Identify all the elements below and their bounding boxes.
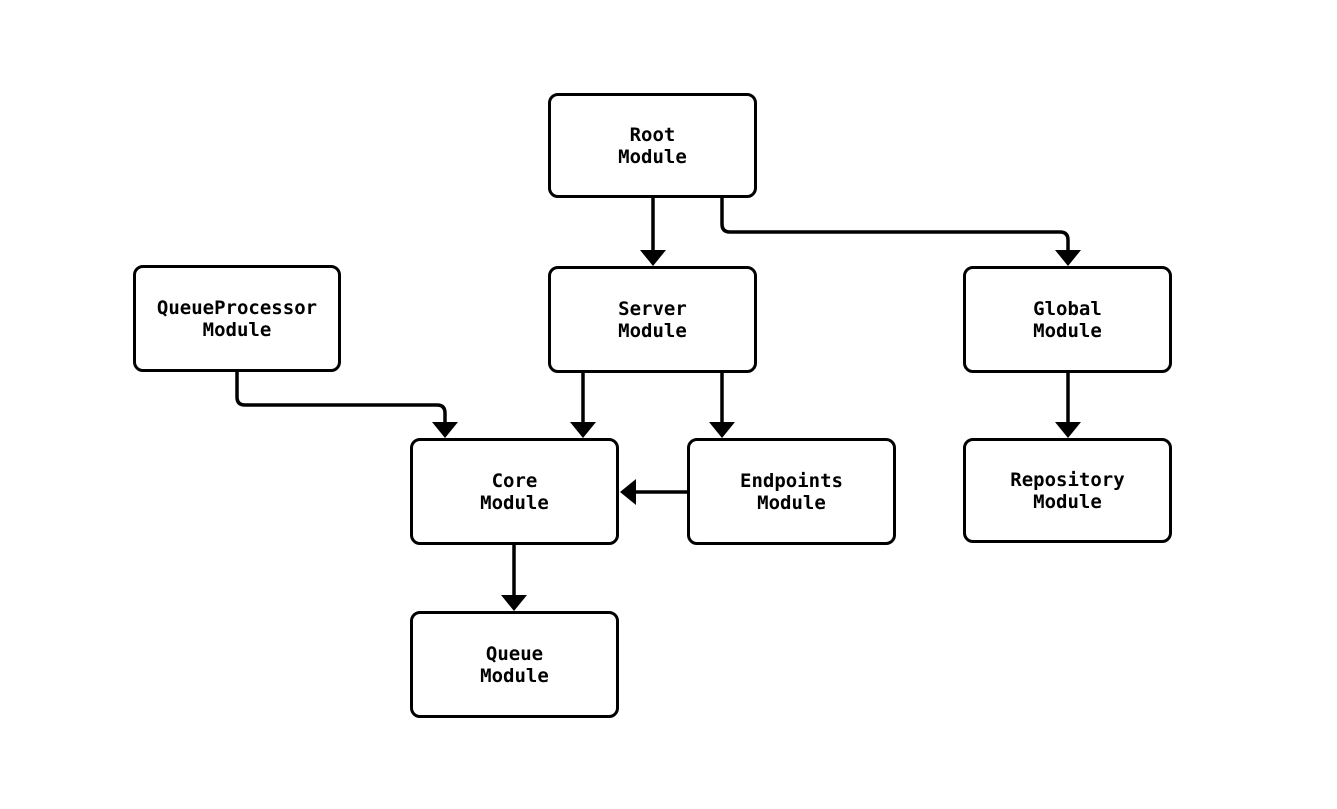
edge-queueprocessor-to-core [235,372,458,438]
edge-endpoints-to-core [620,479,687,505]
node-queueprocessor-module: QueueProcessor Module [133,265,341,372]
arrowhead-down-icon [432,422,458,438]
node-endpoints-module-label: Endpoints Module [740,469,843,514]
node-repository-module: Repository Module [963,438,1172,543]
arrowhead-down-icon [1055,422,1081,438]
node-global-module-label: Global Module [1033,297,1102,342]
node-queueprocessor-module-label: QueueProcessor Module [156,296,318,341]
node-root-module: Root Module [548,93,757,198]
node-core-module-label: Core Module [480,469,549,514]
node-endpoints-module: Endpoints Module [687,438,896,545]
node-repository-module-label: Repository Module [1010,468,1125,513]
node-root-module-label: Root Module [618,123,687,168]
arrowhead-down-icon [570,422,596,438]
edge-server-to-core [570,373,596,438]
arrowhead-down-icon [1055,250,1081,266]
node-queue-module-label: Queue Module [480,642,549,687]
edge-global-to-repository [1055,373,1081,438]
arrowhead-left-icon [620,479,636,505]
edge-root-to-server [640,198,666,266]
node-queue-module: Queue Module [410,611,619,718]
node-server-module: Server Module [548,266,757,373]
edge-core-to-queue [501,545,527,611]
arrowhead-down-icon [640,250,666,266]
node-server-module-label: Server Module [618,297,687,342]
node-global-module: Global Module [963,266,1172,373]
edge-server-to-endpoints [709,373,735,438]
edge-root-to-global [720,198,1081,266]
arrowhead-down-icon [501,595,527,611]
node-core-module: Core Module [410,438,619,545]
arrowhead-down-icon [709,422,735,438]
